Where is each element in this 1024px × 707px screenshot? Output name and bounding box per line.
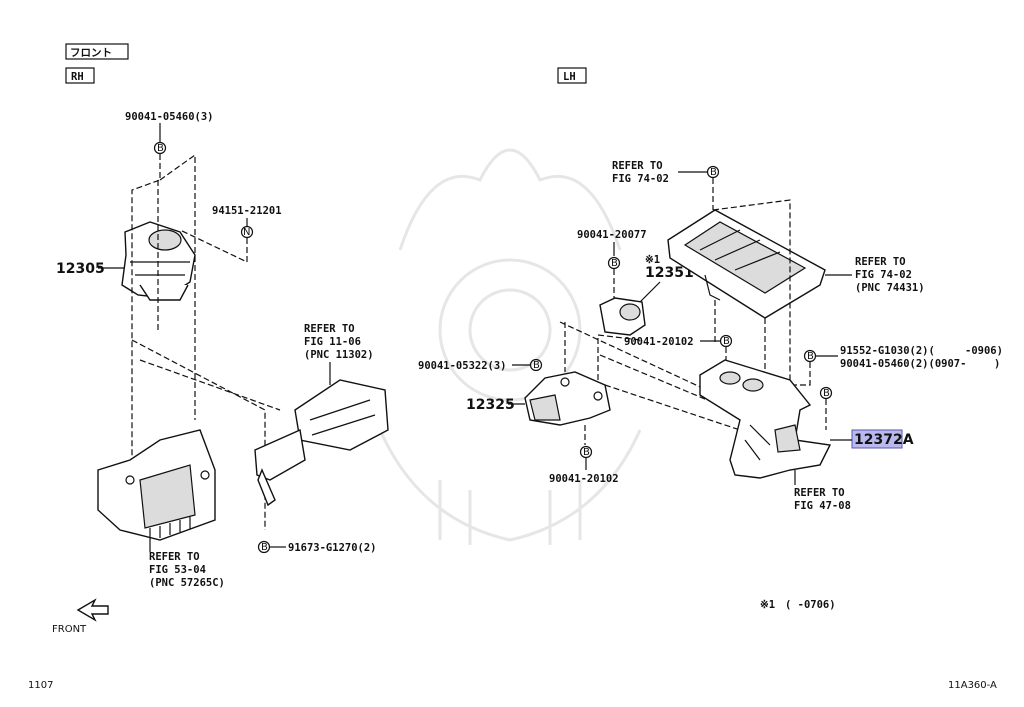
front-arrow-icon bbox=[76, 598, 109, 622]
svg-text:B: B bbox=[157, 143, 164, 154]
part-12372a-drawing bbox=[699, 359, 832, 479]
ref-11-06-line2[interactable]: FIG 11-06 bbox=[304, 336, 361, 348]
footer-left-code: 1107 bbox=[28, 680, 53, 691]
n-symbol bbox=[240, 225, 254, 239]
svg-text:B: B bbox=[611, 258, 618, 269]
b-symbol bbox=[529, 358, 543, 372]
front-jp-box bbox=[65, 43, 129, 60]
b-symbol bbox=[257, 540, 271, 554]
b-symbol bbox=[607, 256, 621, 270]
front-arrow-label: FRONT bbox=[52, 624, 87, 635]
lh-box bbox=[557, 67, 587, 84]
note-mark: ※1 bbox=[760, 599, 775, 611]
part-12305-drawing bbox=[121, 221, 196, 301]
bolt-20077-label[interactable]: 90041-20077 bbox=[577, 229, 647, 241]
ref-11-06-line3[interactable]: (PNC 11302) bbox=[304, 349, 374, 361]
bolt-21201-label[interactable]: 94151-21201 bbox=[212, 205, 282, 217]
b-symbol bbox=[719, 334, 733, 348]
svg-text:N: N bbox=[243, 227, 250, 238]
ref-74-02b-line3[interactable]: (PNC 74431) bbox=[855, 282, 925, 294]
part-12351-drawing bbox=[599, 297, 646, 336]
part-12351-label[interactable]: 12351 bbox=[645, 265, 694, 281]
b-symbol bbox=[153, 141, 167, 155]
b-symbol bbox=[706, 165, 720, 179]
bolt-20102a-label[interactable]: 90041-20102 bbox=[624, 336, 694, 348]
undercover-57265c-drawing bbox=[97, 429, 216, 541]
svg-text:B: B bbox=[533, 360, 540, 371]
battery-tray-74431-drawing bbox=[667, 209, 826, 319]
front-jp-label: フロント bbox=[70, 47, 112, 59]
b-symbol bbox=[803, 349, 817, 363]
ref-74-02a-line2[interactable]: FIG 74-02 bbox=[612, 173, 669, 185]
part-12305-label[interactable]: 12305 bbox=[56, 261, 105, 277]
bolt-05460b-label[interactable]: 90041-05460(2)(0907- bbox=[840, 358, 966, 370]
svg-text:B: B bbox=[823, 388, 830, 399]
ref-53-04-line3[interactable]: (PNC 57265C) bbox=[149, 577, 225, 589]
rh-box bbox=[65, 67, 95, 84]
ref-74-02b-line1[interactable]: REFER TO bbox=[855, 256, 906, 268]
bracket-11302-drawing bbox=[254, 379, 389, 507]
lh-label: LH bbox=[563, 71, 576, 83]
rh-label: RH bbox=[71, 71, 84, 83]
bolt-20102b-label[interactable]: 90041-20102 bbox=[549, 473, 619, 485]
part-12372a-highlight[interactable] bbox=[851, 429, 903, 449]
bolt-05322-label[interactable]: 90041-05322(3) bbox=[418, 360, 507, 372]
ref-47-08-line2[interactable]: FIG 47-08 bbox=[794, 500, 851, 512]
bolt-g1030-label[interactable]: 91552-G1030(2)( bbox=[840, 345, 935, 357]
star1-label: ※1 bbox=[645, 254, 660, 266]
ref-53-04-line2[interactable]: FIG 53-04 bbox=[149, 564, 206, 576]
svg-text:B: B bbox=[807, 351, 814, 362]
ref-47-08-line1[interactable]: REFER TO bbox=[794, 487, 845, 499]
svg-text:B: B bbox=[710, 167, 717, 178]
ref-53-04-line1[interactable]: REFER TO bbox=[149, 551, 200, 563]
part-12372a-label[interactable]: 12372A bbox=[854, 432, 914, 448]
ref-11-06-line1[interactable]: REFER TO bbox=[304, 323, 355, 335]
bolt-05460b-close: ) bbox=[994, 358, 1000, 370]
ref-74-02b-line2[interactable]: FIG 74-02 bbox=[855, 269, 912, 281]
b-symbol bbox=[579, 445, 593, 459]
bolt-g1030-range: -0906) bbox=[965, 345, 1003, 357]
ref-74-02a-line1[interactable]: REFER TO bbox=[612, 160, 663, 172]
note-text: ( -0706) bbox=[785, 599, 836, 611]
part-12325-drawing bbox=[524, 371, 611, 426]
watermark-emblem bbox=[378, 148, 642, 545]
bolt-g1270-label[interactable]: 91673-G1270(2) bbox=[288, 542, 377, 554]
b-symbol bbox=[819, 386, 833, 400]
footer-right-code: 11A360-A bbox=[948, 680, 997, 691]
svg-text:B: B bbox=[261, 542, 268, 553]
svg-text:B: B bbox=[723, 336, 730, 347]
svg-text:B: B bbox=[583, 447, 590, 458]
bolt-05460-label[interactable]: 90041-05460(3) bbox=[125, 111, 214, 123]
part-12325-label[interactable]: 12325 bbox=[466, 397, 515, 413]
